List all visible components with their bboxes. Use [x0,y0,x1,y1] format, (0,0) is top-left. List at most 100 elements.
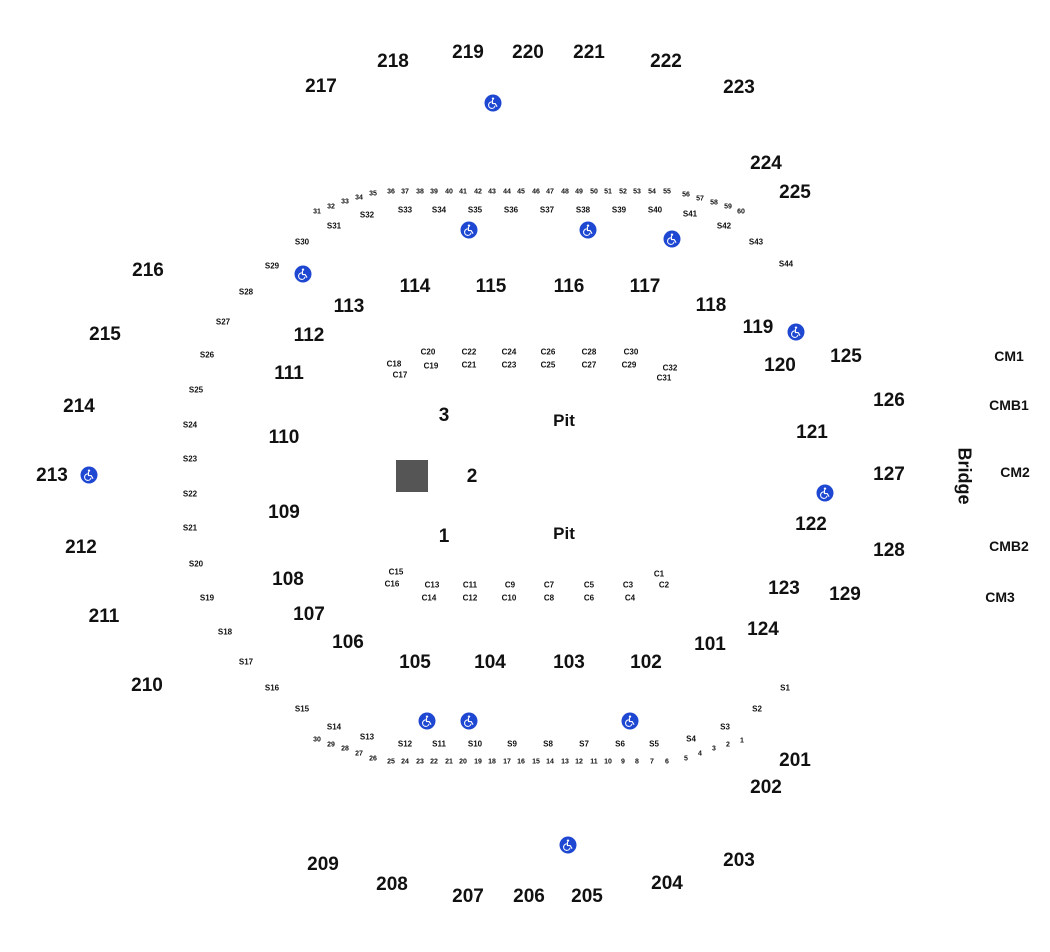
section-3[interactable]: 3 [438,405,450,426]
box-c3[interactable]: C3 [622,580,634,590]
box-s24[interactable]: S24 [182,420,198,430]
section-126[interactable]: 126 [873,390,905,411]
box-s44[interactable]: S44 [778,259,794,269]
box-s42[interactable]: S42 [716,221,732,231]
box-c23[interactable]: C23 [501,360,517,370]
box-s1[interactable]: S1 [780,683,790,693]
section-115[interactable]: 115 [475,276,507,297]
section-118[interactable]: 118 [695,295,727,316]
section-129[interactable]: 129 [829,584,861,605]
box-s19[interactable]: S19 [199,593,215,603]
box-s4[interactable]: S4 [686,734,696,744]
box-c11[interactable]: C11 [462,580,478,590]
box-c14[interactable]: C14 [421,593,437,603]
box-s8[interactable]: S8 [543,739,553,749]
box-s15[interactable]: S15 [294,704,310,714]
section-125[interactable]: 125 [830,346,862,367]
box-c26[interactable]: C26 [540,347,556,357]
section-1[interactable]: 1 [438,526,450,547]
section-cm1[interactable]: CM1 [994,348,1024,364]
section-2[interactable]: 2 [466,466,478,487]
box-c18[interactable]: C18 [386,359,402,369]
box-c22[interactable]: C22 [461,347,477,357]
section-119[interactable]: 119 [742,317,774,338]
section-124[interactable]: 124 [747,619,779,640]
section-112[interactable]: 112 [293,325,325,346]
section-106[interactable]: 106 [332,632,364,653]
box-s11[interactable]: S11 [432,739,446,749]
box-s27[interactable]: S27 [215,317,231,327]
box-s9[interactable]: S9 [507,739,517,749]
box-c27[interactable]: C27 [581,360,597,370]
section-211[interactable]: 211 [88,606,120,627]
box-s34[interactable]: S34 [431,205,447,215]
section-102[interactable]: 102 [630,652,662,673]
box-s35[interactable]: S35 [467,205,483,215]
box-c15[interactable]: C15 [388,567,404,577]
section-214[interactable]: 214 [63,396,95,417]
section-123[interactable]: 123 [768,578,800,599]
section-105[interactable]: 105 [399,652,431,673]
section-224[interactable]: 224 [750,153,782,174]
section-103[interactable]: 103 [553,652,585,673]
box-s2[interactable]: S2 [752,704,762,714]
box-s31[interactable]: S31 [326,221,342,231]
box-s23[interactable]: S23 [182,454,198,464]
section-218[interactable]: 218 [377,51,409,72]
box-s12[interactable]: S12 [397,739,413,749]
section-113[interactable]: 113 [333,296,365,317]
box-c32[interactable]: C32 [662,363,678,373]
box-c25[interactable]: C25 [540,360,556,370]
section-216[interactable]: 216 [132,260,164,281]
section-114[interactable]: 114 [399,276,431,297]
box-c31[interactable]: C31 [656,373,672,383]
box-s25[interactable]: S25 [188,385,204,395]
box-s3[interactable]: S3 [720,722,730,732]
section-205[interactable]: 205 [571,886,603,907]
section-120[interactable]: 120 [764,355,796,376]
box-c10[interactable]: C10 [501,593,517,603]
box-s37[interactable]: S37 [539,205,555,215]
section-204[interactable]: 204 [651,873,683,894]
box-c5[interactable]: C5 [583,580,595,590]
box-c28[interactable]: C28 [581,347,597,357]
box-c12[interactable]: C12 [462,593,478,603]
section-222[interactable]: 222 [650,51,682,72]
section-207[interactable]: 207 [452,886,484,907]
box-c2[interactable]: C2 [658,580,670,590]
section-121[interactable]: 121 [796,422,828,443]
box-s40[interactable]: S40 [647,205,663,215]
section-117[interactable]: 117 [629,276,661,297]
box-s10[interactable]: S10 [467,739,483,749]
box-s41[interactable]: S41 [682,209,698,219]
box-c16[interactable]: C16 [384,579,400,589]
section-223[interactable]: 223 [723,77,755,98]
box-s21[interactable]: S21 [182,523,198,533]
box-c20[interactable]: C20 [420,347,436,357]
box-c9[interactable]: C9 [504,580,516,590]
box-c17[interactable]: C17 [392,370,408,380]
box-c6[interactable]: C6 [583,593,595,603]
box-c8[interactable]: C8 [543,593,555,603]
box-s29[interactable]: S29 [264,261,280,271]
box-s5[interactable]: S5 [649,739,659,749]
box-s14[interactable]: S14 [326,722,342,732]
box-s26[interactable]: S26 [199,350,215,360]
box-c13[interactable]: C13 [424,580,440,590]
box-s36[interactable]: S36 [503,205,519,215]
box-c4[interactable]: C4 [624,593,636,603]
section-209[interactable]: 209 [307,854,339,875]
box-c29[interactable]: C29 [621,360,637,370]
section-111[interactable]: 111 [274,363,304,384]
box-c21[interactable]: C21 [461,360,477,370]
box-s20[interactable]: S20 [188,559,204,569]
section-cmb2[interactable]: CMB2 [989,538,1029,554]
section-221[interactable]: 221 [573,42,605,63]
section-208[interactable]: 208 [376,874,408,895]
box-s13[interactable]: S13 [359,732,375,742]
section-108[interactable]: 108 [272,569,304,590]
box-s32[interactable]: S32 [359,210,375,220]
box-s17[interactable]: S17 [238,657,254,667]
section-203[interactable]: 203 [723,850,755,871]
box-c7[interactable]: C7 [543,580,555,590]
